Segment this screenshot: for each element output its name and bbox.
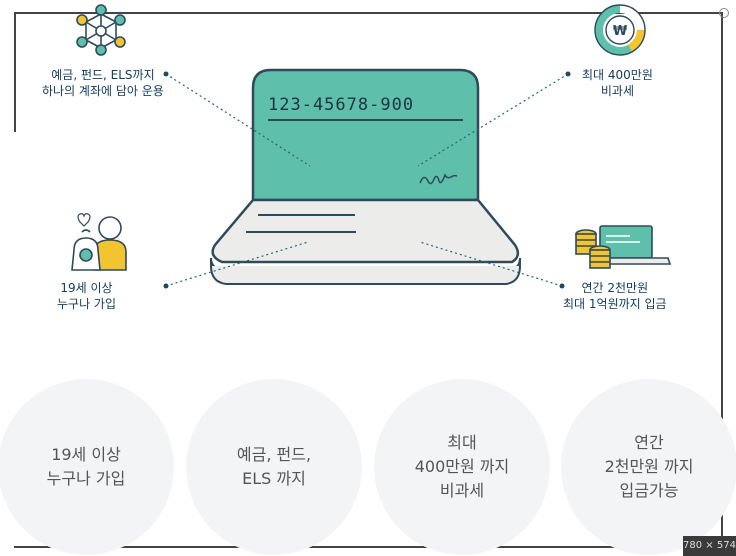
circle-text: 400만원 까지 bbox=[414, 457, 510, 476]
account-number: 123-45678-900 bbox=[268, 95, 414, 115]
circle-text: 연간 bbox=[634, 433, 664, 452]
feature-label-eligibility-line1: 19세 이상 bbox=[60, 281, 113, 295]
circle-text: 예금, 펀드, bbox=[236, 445, 312, 464]
summary-circle-deposit: 연간 2천만원 까지 입금가능 bbox=[561, 379, 736, 555]
feature-label-accounts-line2: 하나의 계좌에 담아 운용 bbox=[42, 84, 164, 98]
circle-text: 최대 bbox=[447, 433, 477, 452]
laptop-illustration: 123-45678-900 bbox=[210, 68, 521, 285]
summary-circle-taxfree: 최대 400만원 까지 비과세 bbox=[374, 379, 550, 555]
circle-text: 누구나 가입 bbox=[46, 469, 126, 488]
feature-label-taxfree-line2: 비과세 bbox=[600, 84, 634, 98]
signature-mark bbox=[419, 173, 458, 185]
people-icon bbox=[71, 213, 127, 271]
frame-left-border bbox=[14, 12, 16, 132]
feature-label-taxfree-line1: 최대 400만원 bbox=[582, 68, 653, 82]
feature-label-accounts: 예금, 펀드, ELS까지 하나의 계좌에 담아 운용 bbox=[42, 67, 164, 99]
feature-label-deposit-line2: 최대 1억원까지 입금 bbox=[563, 297, 667, 311]
circle-text: 19세 이상 bbox=[51, 445, 121, 464]
feature-label-eligibility: 19세 이상 누구나 가입 bbox=[57, 280, 116, 312]
feature-label-deposit: 연간 2천만원 최대 1억원까지 입금 bbox=[563, 280, 667, 312]
circle-text: 비과세 bbox=[439, 481, 485, 500]
won-donut-chart-icon: ₩ bbox=[594, 4, 646, 56]
coins-laptop-icon bbox=[575, 225, 672, 269]
summary-circle-products: 예금, 펀드, ELS 까지 bbox=[186, 379, 362, 555]
feature-label-taxfree: 최대 400만원 비과세 bbox=[582, 67, 653, 99]
circle-text: 2천만원 까지 bbox=[604, 457, 694, 476]
frame-bottom-border bbox=[14, 546, 723, 548]
corner-resize-handle[interactable] bbox=[719, 8, 729, 18]
feature-label-eligibility-line2: 누구나 가입 bbox=[57, 297, 117, 311]
circle-text: ELS 까지 bbox=[242, 469, 306, 488]
connector-dots bbox=[163, 71, 571, 289]
summary-circle-eligibility: 19세 이상 누구나 가입 bbox=[0, 379, 174, 555]
connector-lines bbox=[165, 73, 569, 287]
svg-text:₩: ₩ bbox=[613, 24, 628, 39]
frame-right-border bbox=[721, 12, 723, 548]
circle-text: 입금가능 bbox=[619, 481, 679, 500]
feature-label-accounts-line1: 예금, 펀드, ELS까지 bbox=[51, 68, 155, 82]
image-size-badge: 780 × 574 bbox=[683, 536, 736, 556]
feature-label-deposit-line1: 연간 2천만원 bbox=[581, 281, 649, 295]
network-icon bbox=[76, 4, 126, 56]
frame-top-border bbox=[14, 12, 723, 14]
